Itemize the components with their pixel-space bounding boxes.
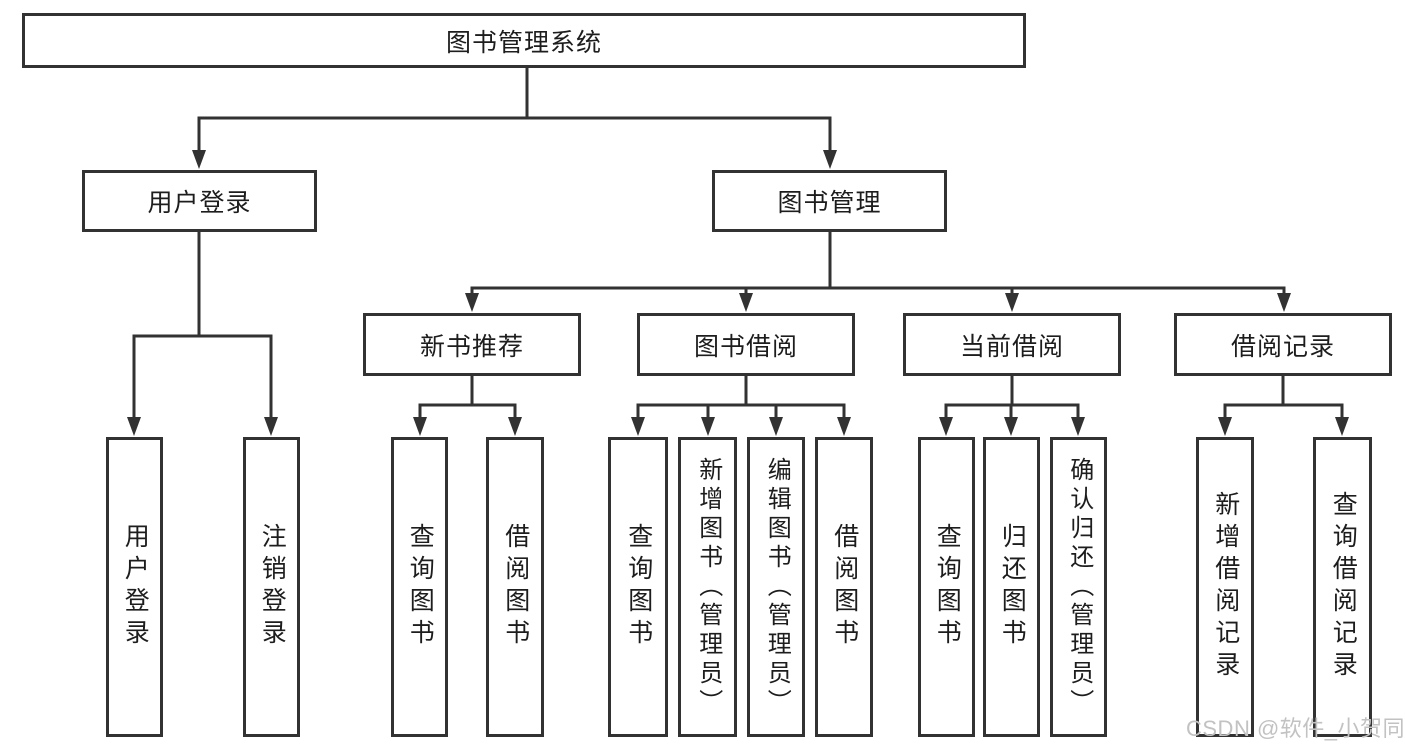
leaf-borrow-books-recommend: 借阅图书 bbox=[486, 437, 544, 737]
leaf-query-books-borrow: 查询图书 bbox=[608, 437, 668, 737]
leaf-edit-books-admin: 编辑图书（管理员） bbox=[747, 437, 805, 737]
leaf-add-borrow-record: 新增借阅记录 bbox=[1196, 437, 1254, 737]
leaf-confirm-return-admin: 确认归还（管理员） bbox=[1050, 437, 1107, 737]
leaf-label: 用户登录 bbox=[121, 523, 150, 651]
leaf-query-books-recommend: 查询图书 bbox=[391, 437, 448, 737]
leaf-logout: 注销登录 bbox=[243, 437, 300, 737]
leaf-query-books-current: 查询图书 bbox=[918, 437, 975, 737]
leaf-label: 确认归还（管理员） bbox=[1065, 456, 1093, 718]
node-label: 图书借阅 bbox=[693, 332, 798, 361]
node-label: 当前借阅 bbox=[959, 332, 1064, 361]
node-borrowing-records: 借阅记录 bbox=[1174, 313, 1392, 376]
leaf-user-login: 用户登录 bbox=[106, 437, 163, 737]
node-label: 用户登录 bbox=[147, 189, 252, 217]
leaf-label: 新增图书（管理员） bbox=[694, 456, 722, 718]
node-book-management: 图书管理 bbox=[712, 170, 947, 232]
node-label: 图书管理系统 bbox=[445, 28, 602, 57]
leaf-label: 注销登录 bbox=[258, 523, 287, 651]
node-label: 新书推荐 bbox=[419, 332, 524, 361]
node-new-book-recommendation: 新书推荐 bbox=[363, 313, 581, 376]
node-current-borrowing: 当前借阅 bbox=[903, 313, 1121, 376]
leaf-label: 新增借阅记录 bbox=[1211, 491, 1240, 683]
leaf-label: 查询图书 bbox=[933, 523, 962, 651]
leaf-label: 查询图书 bbox=[624, 523, 653, 651]
leaf-label: 查询图书 bbox=[406, 523, 435, 651]
node-book-borrowing: 图书借阅 bbox=[637, 313, 855, 376]
arrow-down-icon bbox=[127, 150, 1349, 436]
leaf-label: 借阅图书 bbox=[501, 523, 530, 651]
node-library-management-system: 图书管理系统 bbox=[22, 13, 1026, 68]
node-user-login: 用户登录 bbox=[82, 170, 317, 232]
leaf-label: 借阅图书 bbox=[830, 523, 859, 651]
leaf-label: 编辑图书（管理员） bbox=[763, 456, 791, 718]
node-label: 图书管理 bbox=[777, 189, 882, 217]
watermark-text: CSDN @软件_小贺同学 bbox=[1186, 716, 1405, 741]
node-label: 借阅记录 bbox=[1230, 332, 1335, 361]
leaf-query-borrow-record: 查询借阅记录 bbox=[1313, 437, 1372, 737]
leaf-borrow-books: 借阅图书 bbox=[815, 437, 873, 737]
leaf-add-books-admin: 新增图书（管理员） bbox=[678, 437, 737, 737]
leaf-label: 查询借阅记录 bbox=[1329, 491, 1358, 683]
leaf-label: 归还图书 bbox=[998, 523, 1027, 651]
leaf-return-books: 归还图书 bbox=[983, 437, 1040, 737]
